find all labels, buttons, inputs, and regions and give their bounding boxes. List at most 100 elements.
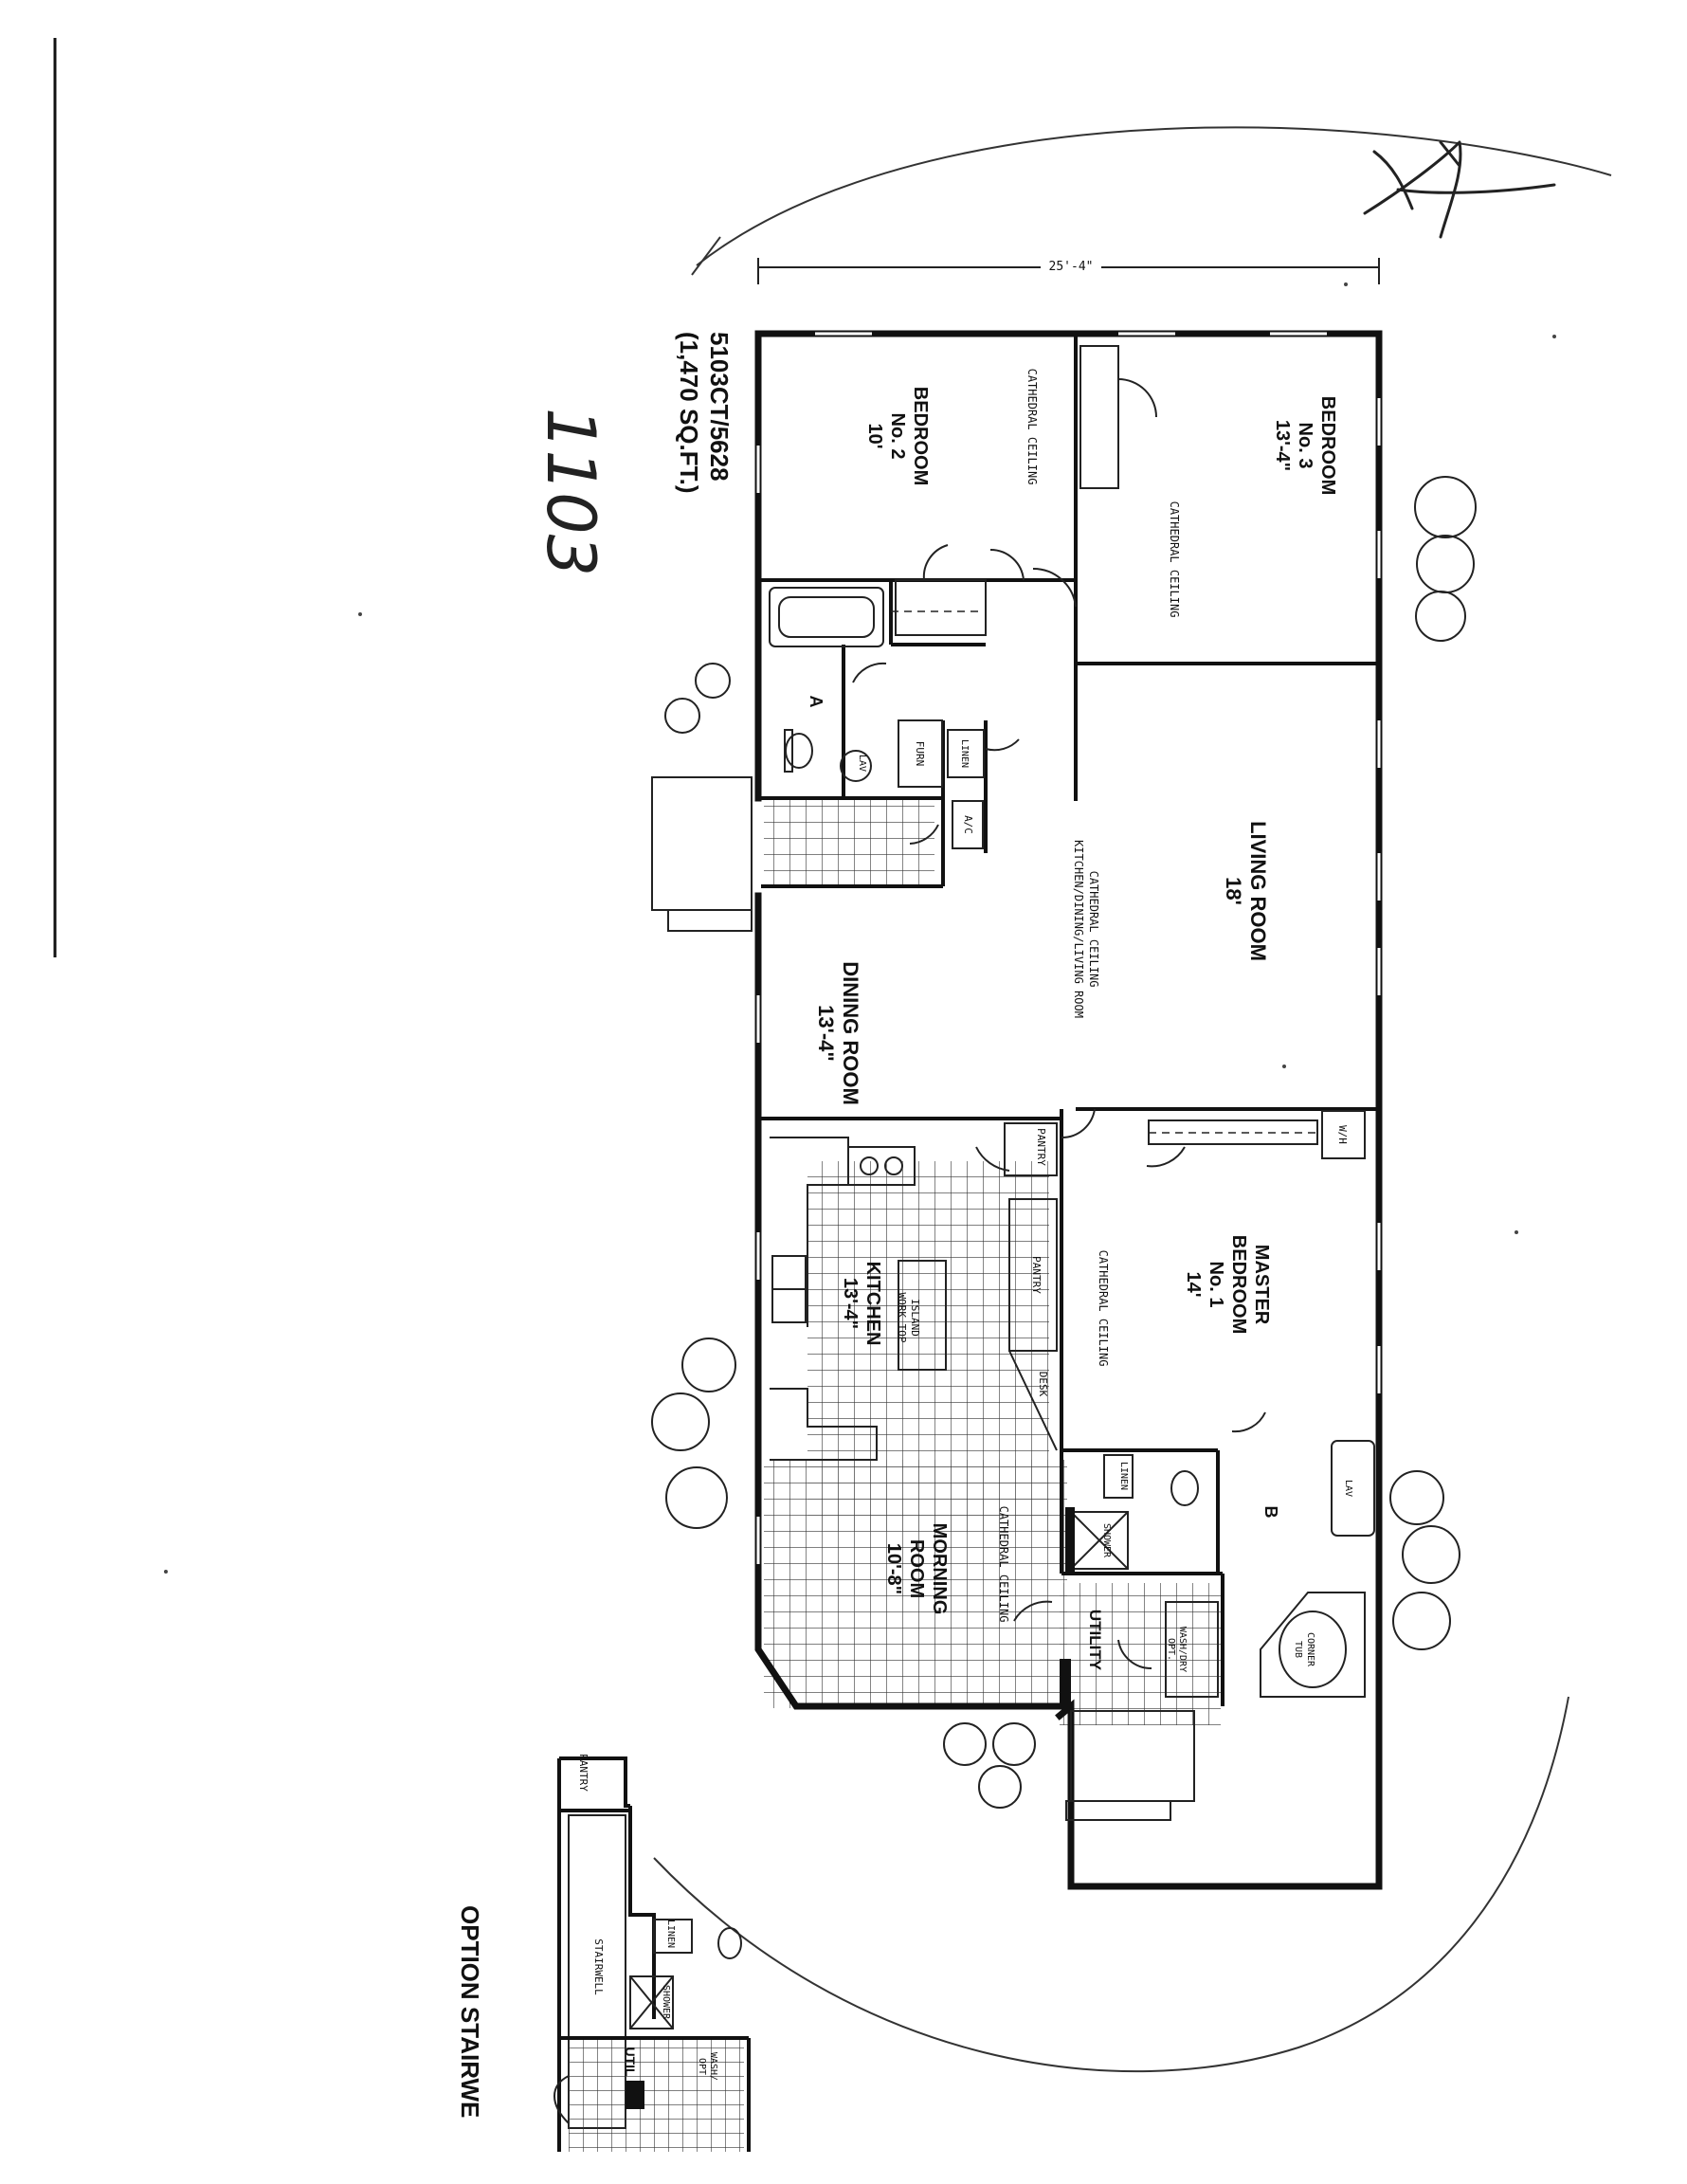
svg-text:No. 3: No. 3 [1295,423,1315,469]
wash-dry-label: WASH/DRY OPT. [1166,1627,1188,1672]
option-linen-label: LINEN [665,1920,676,1948]
bath-b-label: B [1261,1506,1280,1519]
utility-label: UTILITY [1086,1610,1104,1671]
pantry-2-box [1008,1198,1058,1352]
svg-text:A: A [807,696,825,708]
svg-text:CORNER: CORNER [1305,1632,1315,1667]
svg-text:SHOWER: SHOWER [661,1985,671,2020]
linen-1-label: LINEN [959,739,970,768]
handwritten-lot-number: 1103 [532,408,609,576]
linen-2-label: LINEN [1118,1462,1129,1490]
svg-text:WASH/DRY: WASH/DRY [1177,1627,1188,1672]
bathtub-a [769,587,884,647]
svg-text:CATHEDRAL CEILING: CATHEDRAL CEILING [1168,501,1181,618]
svg-text:KITCHEN: KITCHEN [862,1262,883,1346]
option-shower [629,1975,674,2029]
ac-closet [952,800,984,849]
master-bedroom-label: MASTER BEDROOM No. 1 14' [1183,1235,1272,1334]
svg-text:13'-4": 13'-4" [840,1278,861,1329]
svg-text:18': 18' [1222,877,1245,905]
svg-text:No. 1: No. 1 [1206,1262,1226,1308]
svg-text:CATHEDRAL CEILING: CATHEDRAL CEILING [1025,369,1039,485]
svg-text:FURN: FURN [914,741,926,767]
svg-text:BEDROOM: BEDROOM [1317,396,1338,495]
morning-room-label: MORNING ROOM 10'-8" [883,1523,950,1615]
wh-label: W/H [1336,1125,1349,1144]
lot-arc-bottom [653,1696,1569,2073]
kitchen-label: KITCHEN 13'-4" [840,1262,883,1346]
shrubs [651,476,1477,1809]
overall-dimension-label: 25'-4" [1049,260,1094,274]
pantry-1-box [1004,1122,1058,1176]
svg-text:A/C: A/C [962,815,974,834]
svg-text:UTILITY: UTILITY [1086,1610,1104,1671]
morning-ceiling: CATHEDRAL CEILING [997,1506,1010,1623]
svg-text:UTIL: UTIL [623,2047,638,2077]
island-label: ISLAND WORK TOP [896,1293,921,1343]
living-room-label: LIVING ROOM 18' [1222,821,1270,961]
svg-text:LAV: LAV [1343,1480,1353,1497]
svg-text:PANTRY: PANTRY [1030,1256,1043,1294]
svg-text:OPT.: OPT. [1166,1638,1176,1661]
svg-text:LIVING ROOM: LIVING ROOM [1246,821,1270,961]
toilet-a [785,733,813,769]
lav-a-sink [840,750,872,782]
svg-text:CATHEDRAL CEILING: CATHEDRAL CEILING [1087,871,1100,988]
option-pantry-label: PANTRY [577,1754,590,1792]
lot-arc-top [696,126,1612,266]
svg-text:CATHEDRAL CEILING: CATHEDRAL CEILING [1097,1250,1110,1367]
svg-text:LINEN: LINEN [959,739,970,768]
svg-text:10': 10' [864,423,885,448]
svg-text:LINEN: LINEN [665,1920,676,1948]
overall-dimension: 25'-4" [757,254,1380,284]
lav-a-label: LAV [857,755,867,772]
svg-text:WORK TOP: WORK TOP [896,1293,908,1343]
svg-text:TUB: TUB [1293,1641,1303,1658]
svg-text:OPT: OPT [697,2058,707,2075]
svg-text:14': 14' [1183,1271,1204,1297]
svg-text:OPTION STAIRWE: OPTION STAIRWE [456,1905,484,2118]
svg-text:13'-4": 13'-4" [1272,420,1293,471]
square-footage: (1,470 SQ.FT.) [675,332,703,494]
svg-text:MASTER: MASTER [1251,1245,1272,1325]
svg-text:LAV: LAV [857,755,867,772]
porches [651,776,1195,1821]
svg-text:BEDROOM: BEDROOM [1228,1235,1249,1334]
svg-text:DESK: DESK [1037,1372,1049,1397]
bedroom-3-label: BEDROOM No. 3 13'-4" [1272,396,1338,495]
svg-text:10'-8": 10'-8" [883,1543,904,1594]
option-wash-label: WASH/ OPT [697,2052,718,2081]
fixtures [769,345,1375,1706]
ac-label: A/C [962,815,974,834]
svg-text:No. 2: No. 2 [887,413,908,460]
corner-tub [1260,1592,1366,1698]
utility-tile [1060,1583,1221,1725]
svg-text:CATHEDRAL CEILING: CATHEDRAL CEILING [997,1506,1010,1623]
toilet-b [1170,1470,1199,1506]
lav-b-sink [1331,1440,1375,1537]
svg-text:1103: 1103 [532,408,609,576]
svg-text:PANTRY: PANTRY [1035,1128,1047,1166]
washer-dryer [1165,1601,1219,1698]
bedroom-3-ceiling: CATHEDRAL CEILING [1168,501,1181,618]
lav-b-label: LAV [1343,1480,1353,1497]
svg-text:DINING ROOM: DINING ROOM [839,961,862,1105]
svg-text:STAIRWELL: STAIRWELL [592,1938,605,1995]
island-work-top [898,1260,947,1371]
svg-text:WASH/: WASH/ [708,2052,718,2081]
kitchen-counter [770,1137,878,1461]
option-util-label: UTIL [623,2047,638,2077]
entry-tile [764,798,934,888]
morning-room-tile [764,1460,1067,1708]
great-room-ceiling: CATHEDRAL CEILING KITCHEN/DINING/LIVING … [1072,840,1100,1018]
option-title: OPTION STAIRWE [456,1905,484,2118]
master-ceiling: CATHEDRAL CEILING [1097,1250,1110,1367]
option-stairwell-label: STAIRWELL [592,1938,605,1995]
svg-text:BEDROOM: BEDROOM [910,387,931,485]
svg-text:LINEN: LINEN [1118,1462,1129,1490]
bedroom-2-ceiling: CATHEDRAL CEILING [1025,369,1039,485]
option-stairwell-inset [553,1756,751,2152]
svg-text:13'-4": 13'-4" [814,1005,838,1062]
svg-text:ROOM: ROOM [906,1539,927,1598]
